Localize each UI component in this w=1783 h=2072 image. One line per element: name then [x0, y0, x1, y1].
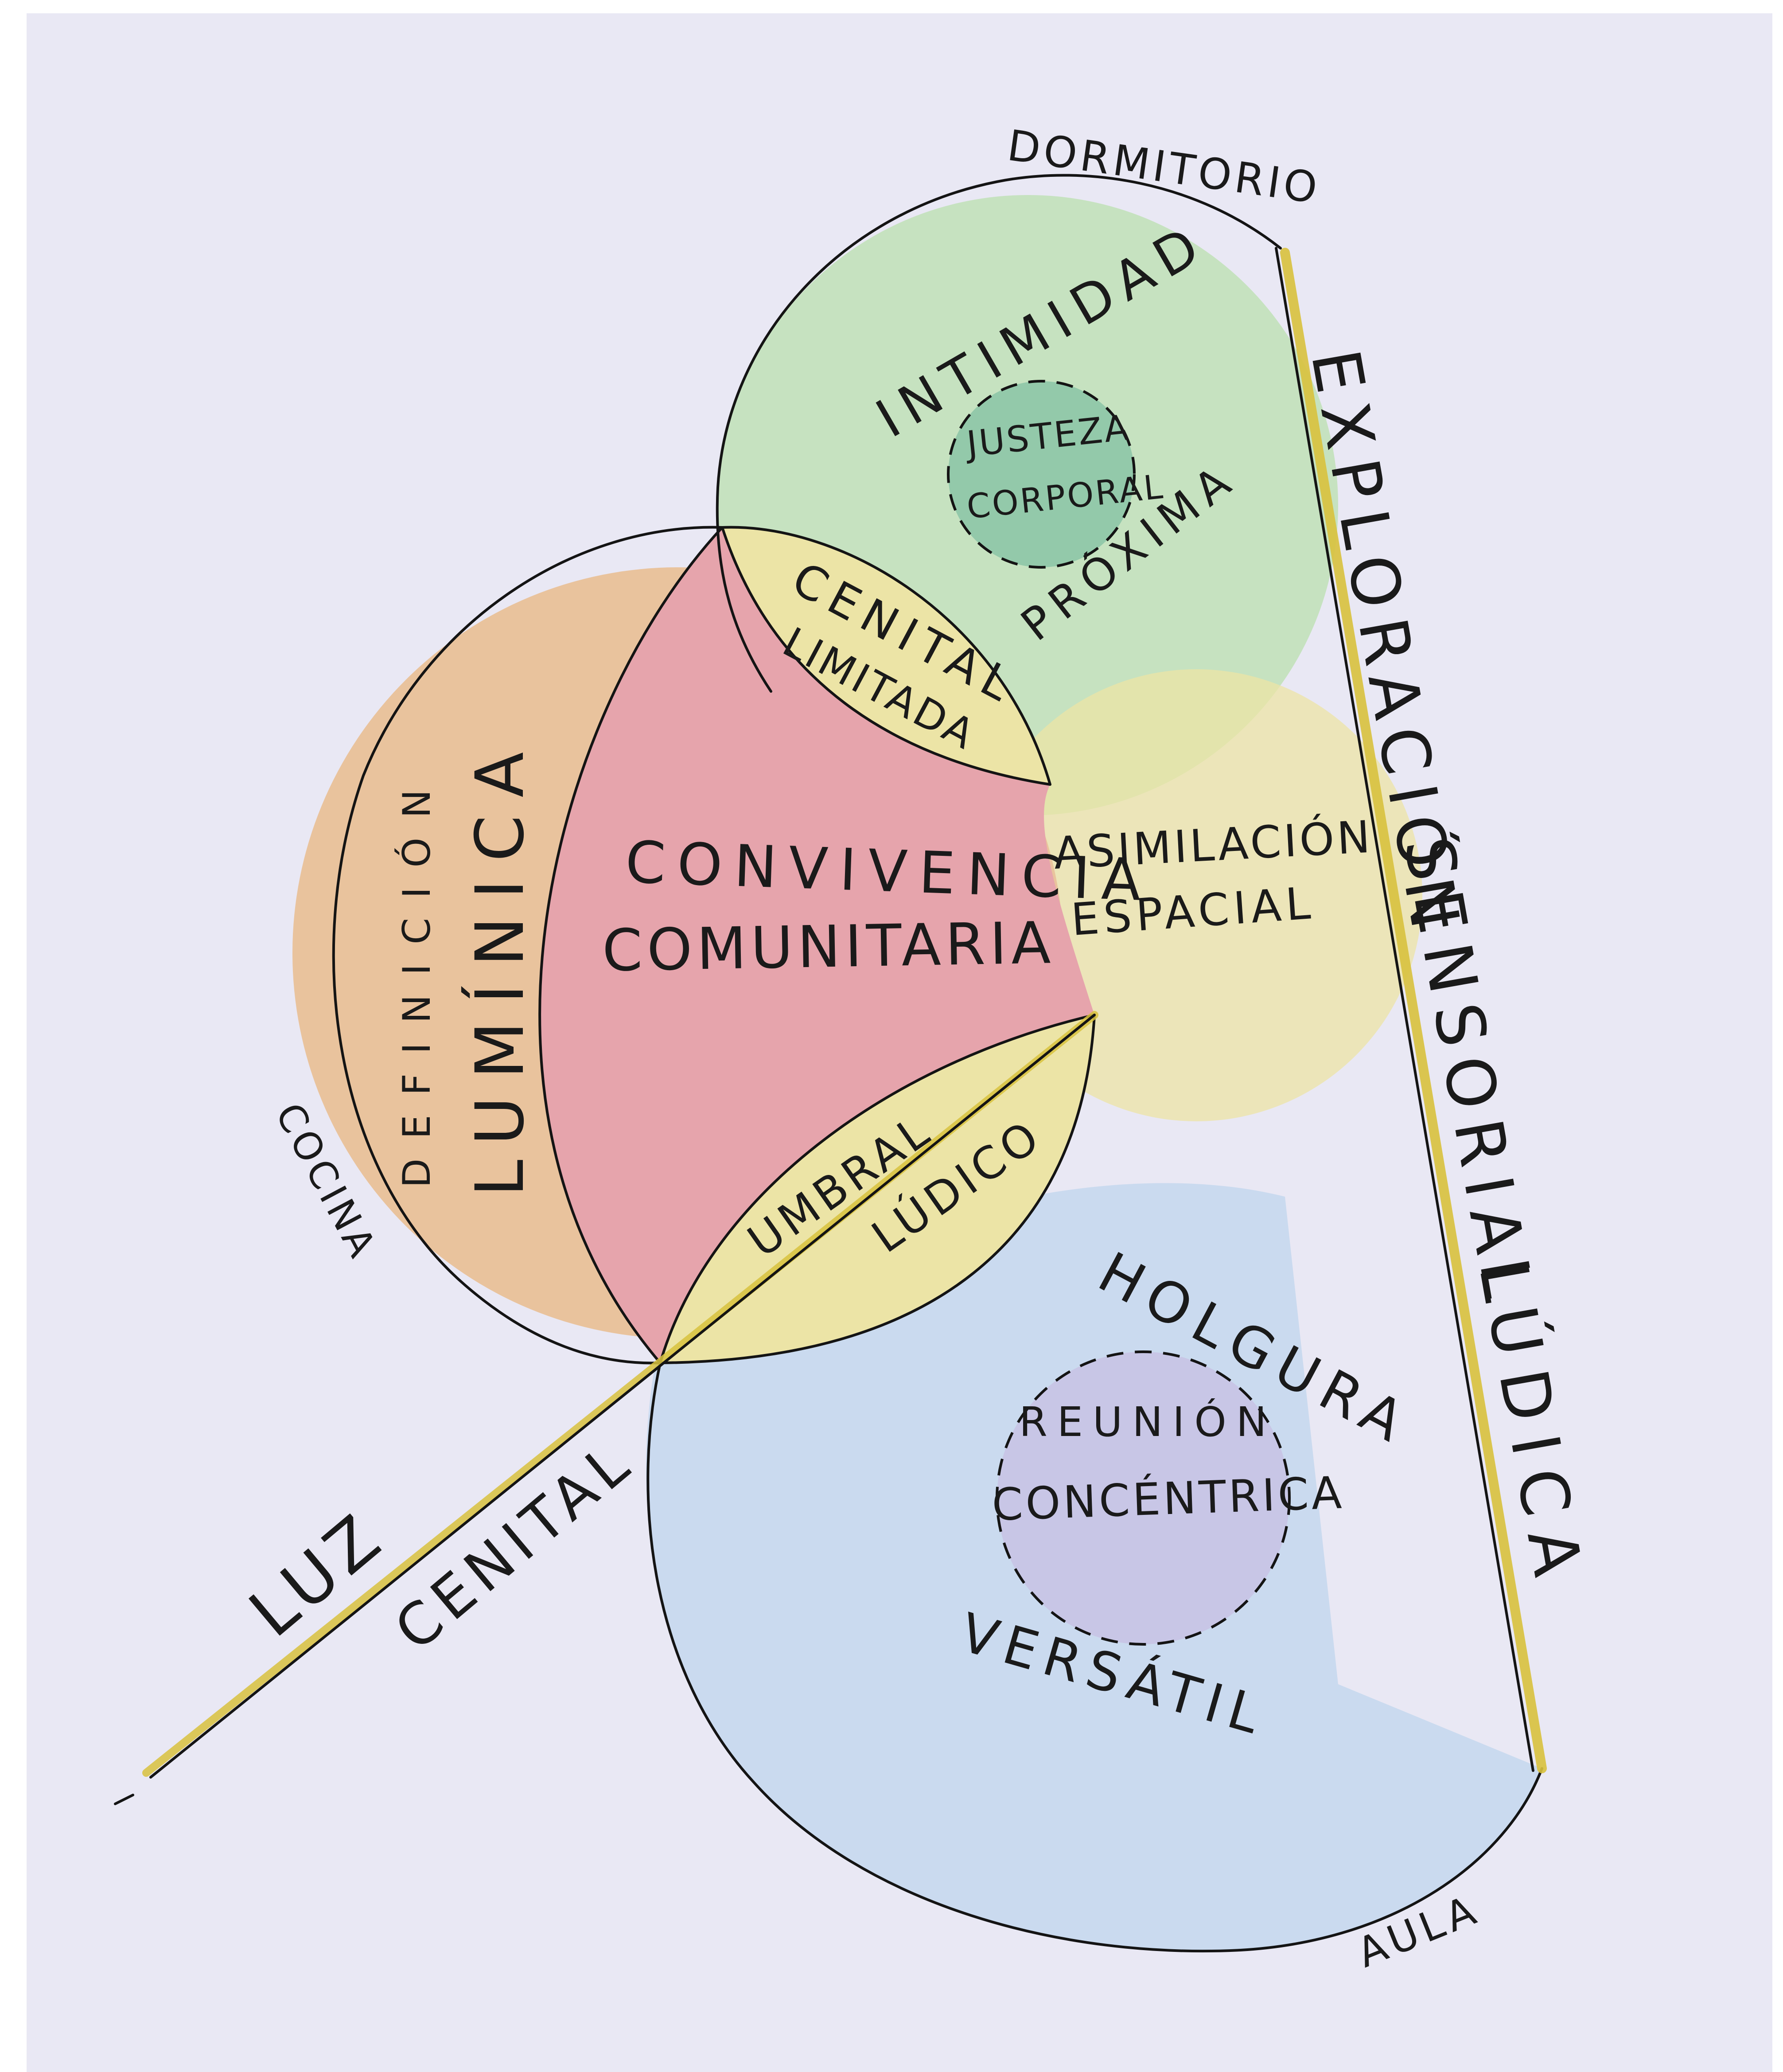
cenital-limitada-outline	[721, 526, 1051, 786]
exploracion-line-yellow	[1280, 248, 1547, 1773]
cenital-limitada-region	[722, 527, 1050, 784]
justeza-dashed-outline	[947, 380, 1136, 569]
label-concentrica: CONCÉNTRICA	[991, 1467, 1345, 1531]
label-definicion: DEFINICIÓN	[394, 770, 439, 1188]
label-comunitaria: COMUNITARIA	[602, 909, 1055, 984]
exploracion-line	[1275, 247, 1534, 1772]
aula-outline	[646, 1362, 1543, 1953]
luz-cenital-tick	[114, 1794, 134, 1805]
justeza-region	[948, 381, 1134, 567]
reunion-region	[997, 1352, 1289, 1644]
convivencia-left-outline	[538, 526, 724, 1364]
luz-cenital-line	[149, 1014, 1096, 1779]
cocina-outline	[332, 526, 724, 1365]
dormitorio-outline	[716, 174, 1282, 693]
reunion-dashed-outline	[996, 1350, 1291, 1646]
label-luminica: LUMÍNICA	[461, 734, 539, 1197]
label-reunion: REUNIÓN	[1019, 1397, 1277, 1446]
